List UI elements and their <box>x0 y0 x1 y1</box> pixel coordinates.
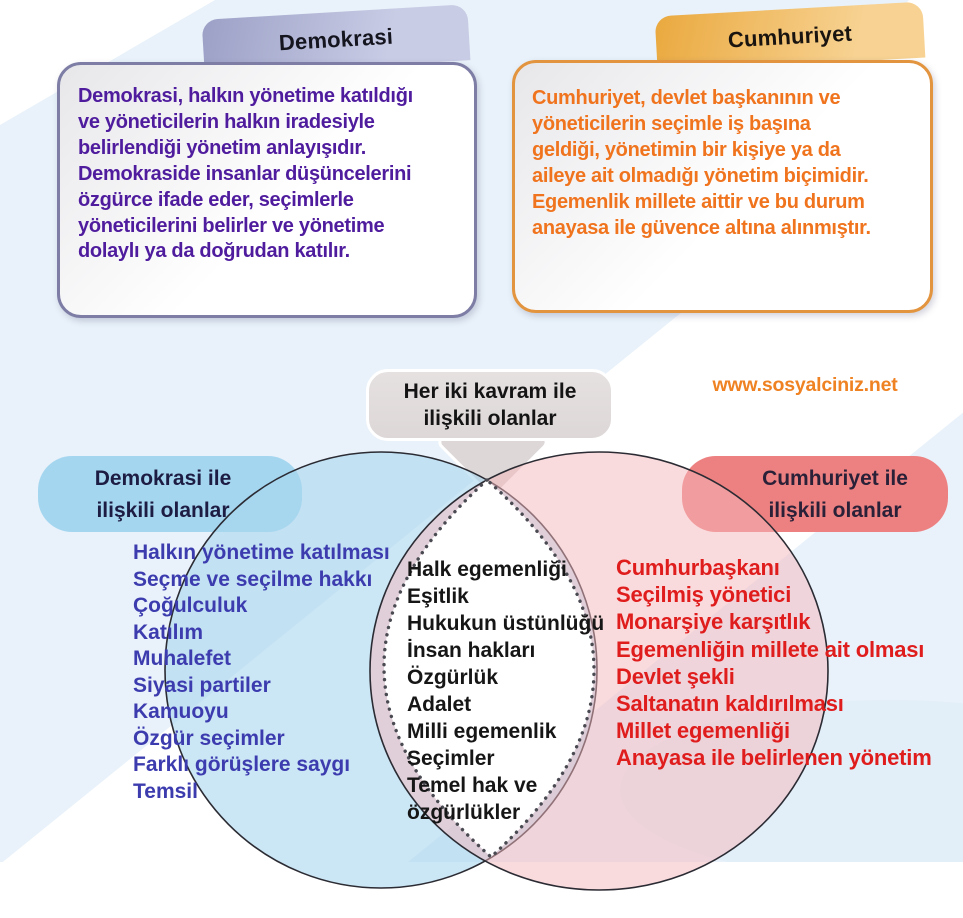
background-bottom-strip <box>0 862 963 918</box>
list-item: Muhalefet <box>133 647 232 670</box>
site-watermark: www.sosyalciniz.net <box>712 374 898 396</box>
list-item: Millet egemenliği <box>616 718 790 744</box>
republic-definition-box: Cumhuriyet, devlet başkanının ve yönetic… <box>512 60 933 313</box>
list-item: Egemenliğin millete ait olması <box>616 636 925 662</box>
democracy-definition-text: Demokrasi, halkın yönetime katıldığı ve … <box>78 85 413 263</box>
list-item: Seçme ve seçilme hakkı <box>133 567 373 591</box>
republic-side-label-text: Cumhuriyet ile ilişkili olanlar <box>762 467 908 522</box>
list-item: Çoğulculuk <box>133 594 248 617</box>
list-item: Anayasa ile belirlenen yönetim <box>616 745 932 771</box>
democracy-definition-box: Demokrasi, halkın yönetime katıldığı ve … <box>57 62 477 318</box>
list-item: Temel hak ve özgürlükler <box>407 774 538 824</box>
list-item: Katılım <box>133 620 204 644</box>
list-item: Halkın yönetime katılması <box>133 541 390 564</box>
list-item: Farklı görüşlere saygı <box>133 753 351 776</box>
list-item: Saltanatın kaldırılması <box>616 691 844 717</box>
list-item: Devlet şekli <box>616 663 735 689</box>
both-concepts-bubble: Her iki kavram ile ilişkili olanlar <box>366 369 614 441</box>
republic-tab-label: Cumhuriyet <box>727 20 853 53</box>
list-item: Temsil <box>133 779 198 803</box>
democracy-side-label-text: Demokrasi ile ilişkili olanlar <box>94 467 232 522</box>
list-item: Özgür seçimler <box>133 726 285 750</box>
democracy-tab-label: Demokrasi <box>278 23 394 56</box>
list-item: Siyasi partiler <box>133 673 271 697</box>
list-item: Kamuoyu <box>133 700 229 723</box>
republic-side-label: Cumhuriyet ile ilişkili olanlar <box>682 456 948 532</box>
republic-definition-text: Cumhuriyet, devlet başkanının ve yönetic… <box>532 87 871 239</box>
list-item: Monarşiye karşıtlık <box>616 609 811 635</box>
list-item: Cumhurbaşkanı <box>616 555 780 580</box>
list-item: Seçilmiş yönetici <box>616 582 792 608</box>
democracy-side-label: Demokrasi ile ilişkili olanlar <box>38 456 302 532</box>
